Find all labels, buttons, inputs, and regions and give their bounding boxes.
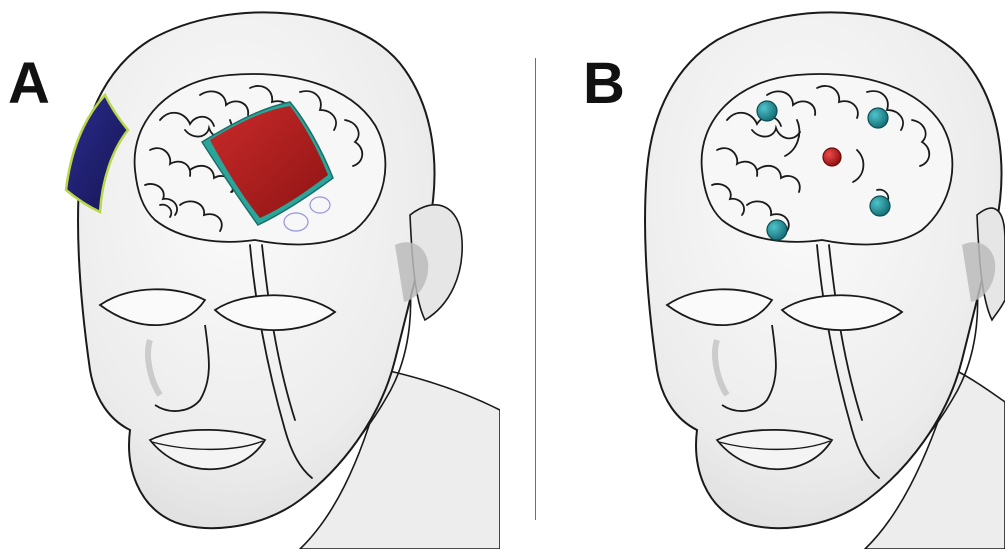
surround-electrode — [757, 101, 777, 121]
panel-b: B — [505, 0, 1005, 549]
panel-a: A — [0, 0, 500, 549]
panel-label-a: A — [8, 55, 50, 113]
head-illustration-b — [505, 0, 1005, 549]
surround-electrode — [868, 108, 888, 128]
panel-label-b: B — [583, 55, 625, 113]
surround-electrode — [767, 220, 787, 240]
surround-electrode — [870, 196, 890, 216]
head-illustration-a — [0, 0, 500, 549]
center-electrode — [823, 148, 841, 166]
